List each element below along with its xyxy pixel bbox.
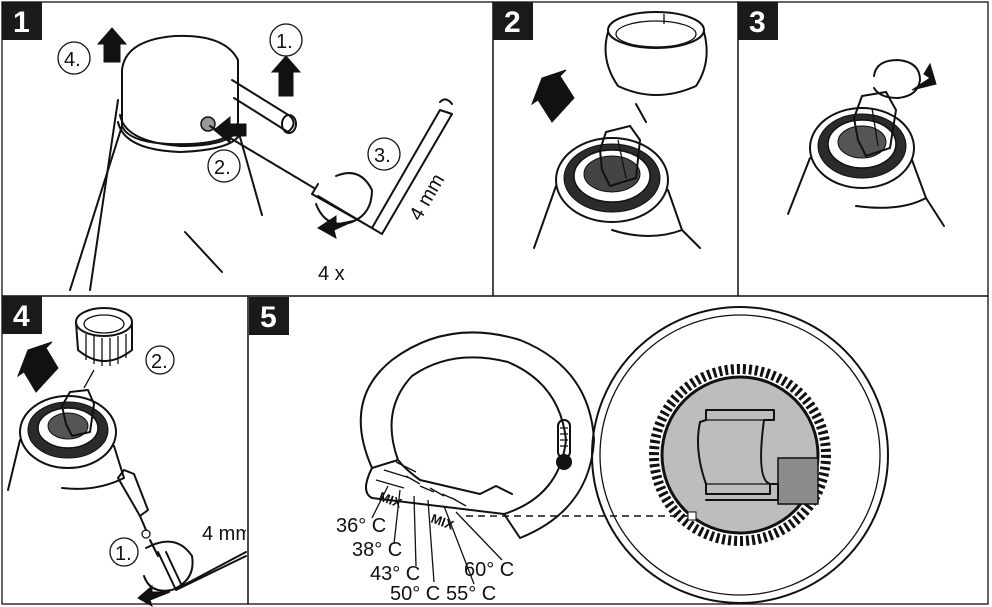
faucet-body — [69, 34, 297, 291]
temp-43-label: 43° C — [370, 563, 420, 585]
temperature-labels: 36° C 38° C 43° C 50° C 55° C 60° C — [336, 485, 514, 605]
arrow-up-icon — [270, 55, 302, 97]
step-circle — [367, 137, 401, 171]
screw-hole — [200, 116, 216, 132]
splined-ring — [75, 307, 133, 366]
panel-5: 5 MIX MIX 36° C 38° C 43° C 50° C 55° C … — [249, 297, 889, 605]
temp-36-label: 36° C — [336, 515, 386, 537]
panel-4-number: 4 — [13, 300, 30, 333]
step-1-label: 1. — [115, 543, 132, 565]
panel-3-badge — [738, 2, 778, 40]
cartridge-body — [787, 91, 945, 227]
panel-1-number: 1 — [13, 6, 30, 39]
temp-50-label: 50° C — [390, 583, 440, 605]
step-4-label: 4. — [64, 49, 81, 71]
temp-60-label: 60° C — [464, 559, 514, 581]
allen-key-icon — [209, 98, 453, 239]
panel-3: 3 — [738, 2, 945, 227]
cartridge-body — [7, 389, 125, 491]
step-circle — [57, 41, 91, 75]
temp-55-label: 55° C — [446, 583, 496, 605]
panel-4: 4 2. — [2, 296, 252, 607]
step-circle — [145, 345, 175, 375]
arrow-up-icon — [16, 341, 59, 393]
temp-38-label: 38° C — [352, 539, 402, 561]
panel-5-badge — [249, 297, 289, 335]
turns-label: 4 x — [318, 263, 345, 285]
step-3-label: 3. — [374, 145, 391, 167]
panel-5-number: 5 — [260, 301, 277, 334]
panel-3-number: 3 — [749, 6, 766, 39]
magnified-detail — [591, 306, 889, 604]
key-size-label: 4 mm — [202, 523, 252, 545]
step-2-label: 2. — [151, 351, 168, 373]
panel-4-badge — [2, 296, 42, 334]
step-circle — [269, 23, 303, 57]
panel-2-number: 2 — [504, 6, 521, 39]
arrow-up-icon — [530, 69, 575, 123]
key-size-label: 4 mm — [405, 170, 449, 224]
cartridge-body — [533, 125, 701, 249]
allen-key-icon — [137, 540, 247, 607]
cover-cap — [604, 11, 708, 96]
limiter-ring: MIX MIX — [359, 331, 595, 539]
step-circle — [207, 149, 241, 183]
panel-1-badge — [2, 2, 42, 40]
arrow-up-icon — [96, 27, 128, 63]
rotate-icon — [873, 59, 937, 99]
panel-1: 1 1. — [2, 2, 453, 291]
panel-2: 2 — [493, 2, 708, 249]
step-circle — [109, 537, 139, 567]
step-1-label: 1. — [276, 31, 293, 53]
key-size-clip: 4 mm — [202, 523, 252, 545]
step-2-label: 2. — [214, 157, 231, 179]
valve-stem — [117, 469, 159, 557]
dial-text-right: MIX — [429, 511, 456, 533]
thermometer-icon — [556, 419, 572, 470]
panel-2-badge — [493, 2, 533, 40]
